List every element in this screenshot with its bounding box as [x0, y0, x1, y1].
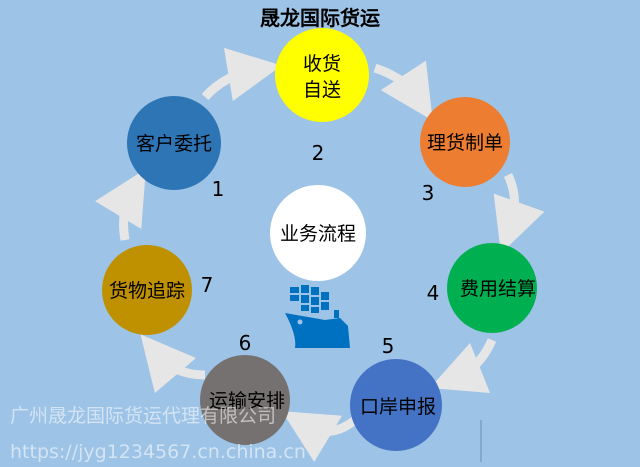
watermark: 广州晟龙国际货运代理有限公司 https://jyg1234567.cn.chi… [10, 405, 306, 463]
step-circle [127, 96, 221, 190]
step-3: 理货制单 3 [420, 97, 510, 205]
step-label: 口岸申报 [360, 396, 436, 418]
step-label: 理货制单 [427, 132, 503, 154]
step-number: 2 [312, 141, 325, 165]
step-number: 1 [212, 177, 225, 201]
arrow-6-7 [140, 334, 206, 394]
step-circle [275, 28, 369, 122]
watermark-url: https://jyg1234567.cn.china.cn [10, 441, 306, 463]
step-label: 货物追踪 [109, 280, 185, 302]
step-2: 收货 自送 2 [275, 28, 369, 165]
step-label: 收货 [303, 53, 341, 75]
step-7: 货物追踪 7 [102, 245, 213, 335]
arrow-4-5 [429, 338, 497, 394]
center-label: 业务流程 [280, 223, 356, 245]
watermark-company: 广州晟龙国际货运代理有限公司 [10, 405, 276, 427]
center-node: 业务流程 [270, 185, 366, 281]
step-label: 客户委托 [136, 133, 212, 155]
step-circle [447, 243, 537, 333]
step-number: 6 [239, 331, 252, 355]
step-5: 口岸申报 5 [350, 334, 442, 451]
step-1: 客户委托 1 [127, 96, 224, 201]
diagram-title: 晟龙国际货运 [260, 6, 380, 30]
flow-arrows [94, 47, 545, 463]
step-circle [420, 97, 510, 187]
arrow-7-1 [94, 168, 146, 241]
arrow-1-2 [201, 47, 282, 102]
step-circle [102, 245, 192, 335]
step-number: 3 [422, 181, 435, 205]
step-number: 5 [382, 334, 395, 358]
step-label: 运输安排 [209, 390, 285, 412]
arrow-5-6 [281, 411, 358, 463]
step-number: 7 [201, 273, 214, 297]
step-4: 费用结算 4 [427, 243, 537, 333]
step-number: 4 [427, 281, 440, 305]
cargo-ship-icon [285, 285, 350, 348]
step-6: 运输安排 6 [200, 331, 290, 445]
step-circle [350, 359, 442, 451]
step-label-line2: 自送 [303, 79, 341, 101]
step-circle [200, 355, 290, 445]
step-label: 费用结算 [460, 278, 536, 300]
arrow-3-4 [493, 173, 545, 254]
arrow-2-3 [373, 60, 433, 121]
